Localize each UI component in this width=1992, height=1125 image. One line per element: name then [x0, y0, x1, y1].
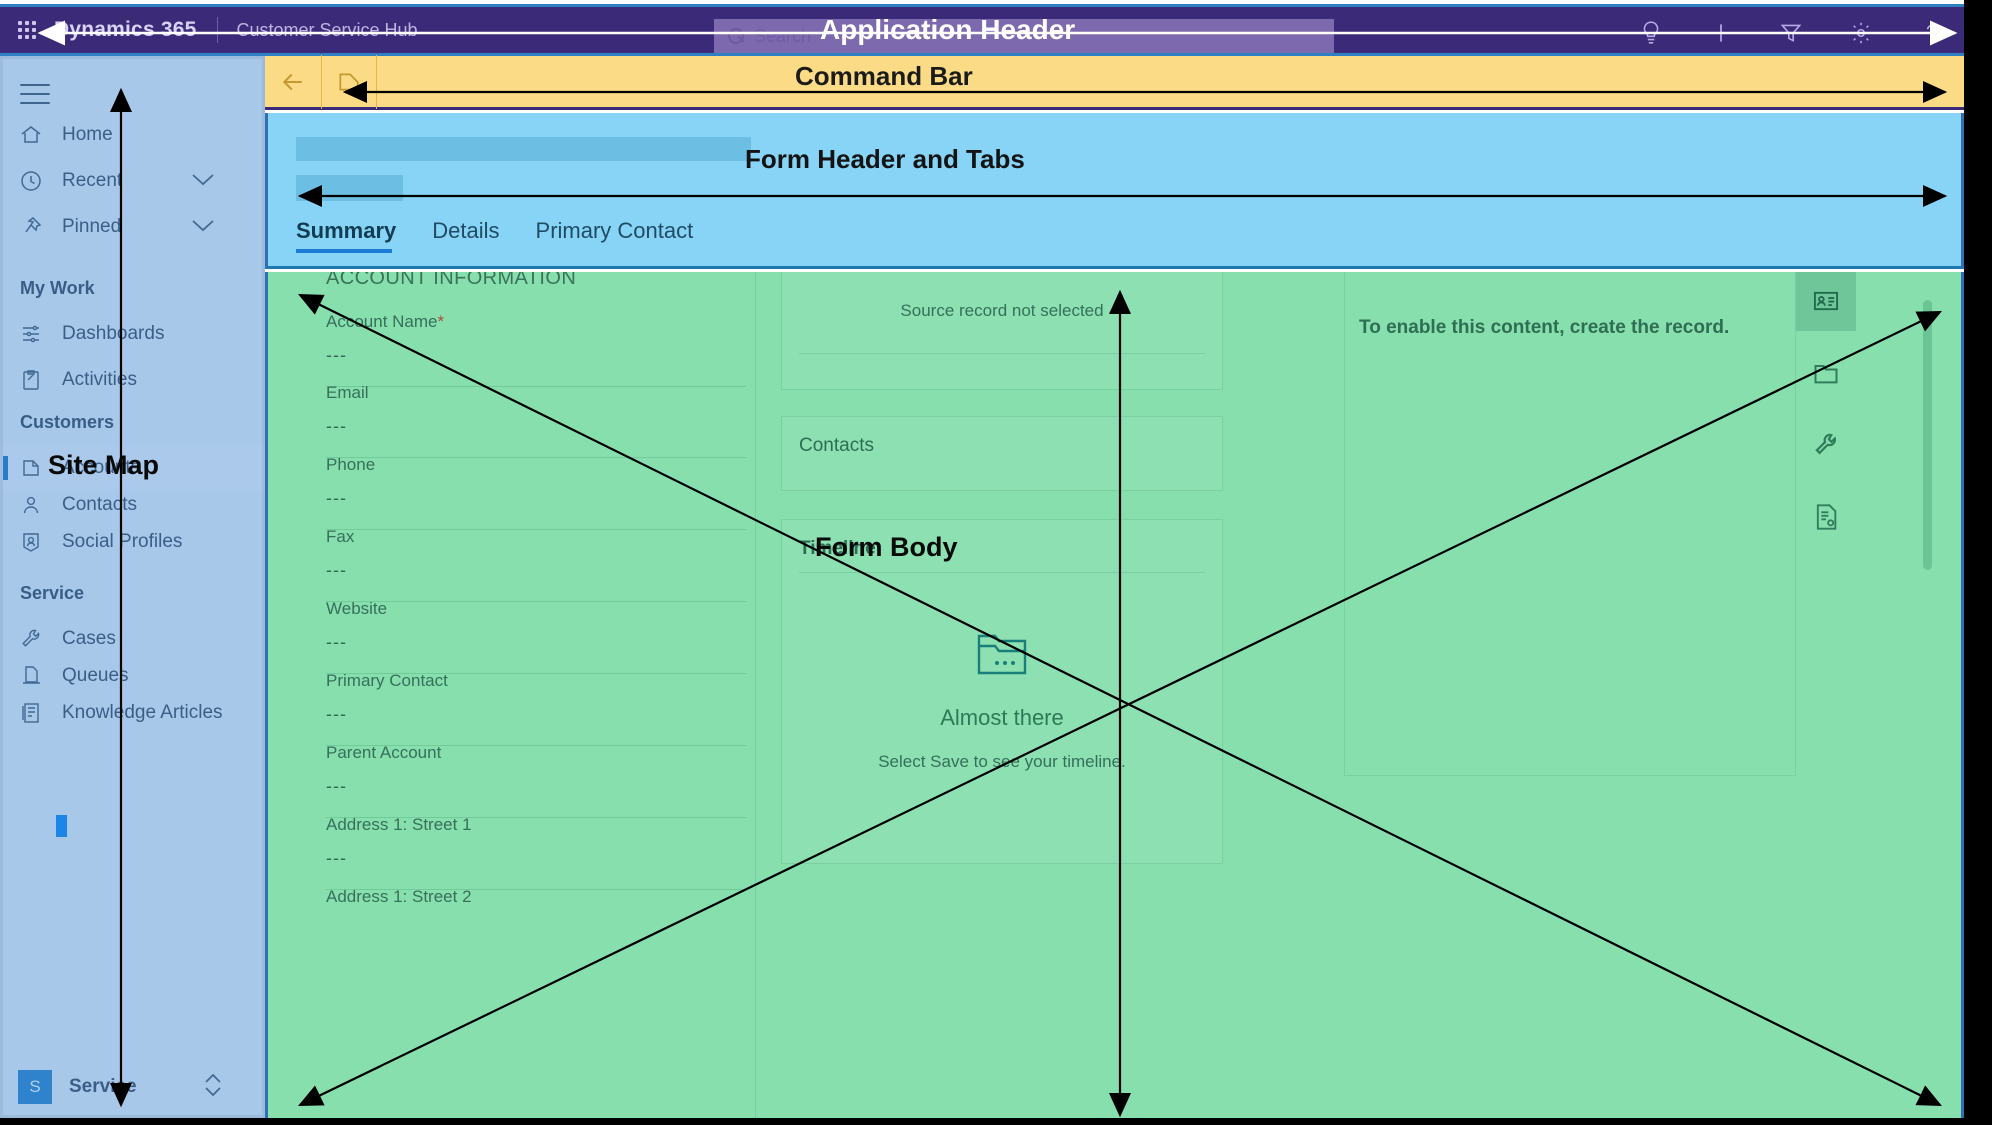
tab-summary[interactable]: Summary [296, 218, 396, 253]
gear-icon[interactable] [1848, 20, 1874, 46]
chevron-down-icon[interactable] [189, 216, 217, 239]
header-icon-group [1638, 7, 1944, 59]
waffle-menu-button[interactable] [0, 21, 54, 39]
field-label: Phone [326, 455, 376, 474]
related-content-card: To enable this content, create the recor… [1344, 272, 1796, 776]
folder-icon[interactable] [1796, 343, 1856, 403]
enable-content-message: To enable this content, create the recor… [1359, 317, 1730, 338]
timeline-card-title: Timeline [799, 538, 876, 559]
sidebar-item-knowledge-articles[interactable]: Knowledge Articles [0, 690, 265, 736]
timeline-empty-state: Almost there Select Save to see your tim… [782, 624, 1222, 772]
field-label: Account Name* [326, 312, 445, 331]
filter-icon[interactable] [1778, 20, 1804, 46]
sidebar-item-accounts[interactable]: Accounts [0, 445, 265, 491]
field-label: Website [326, 599, 388, 618]
brand-title: Dynamics 365 [54, 18, 197, 41]
source-record-card[interactable]: Source record not selected [781, 272, 1223, 390]
tab-primary-contact[interactable]: Primary Contact [535, 218, 694, 243]
timeline-empty-heading: Almost there [940, 705, 1064, 730]
search-input[interactable]: Search [714, 19, 1334, 53]
sidebar-group-customers: Customers [20, 412, 115, 432]
field-label: Address 1: Street 2 [326, 887, 472, 906]
related-panel-rail [1796, 272, 1856, 777]
sidebar-item-label: Knowledge Articles [62, 702, 223, 723]
form-header-and-tabs: Summary Details Primary Contact [265, 113, 1964, 269]
plus-icon[interactable] [1708, 20, 1734, 46]
field-label: Primary Contact [326, 671, 448, 690]
dynamics-365-app-window: Dynamics 365 Customer Service Hub Search [0, 0, 1964, 1118]
section-title: ACCOUNT INFORMATION [326, 272, 577, 289]
wrench-icon[interactable] [1796, 415, 1856, 475]
contact-icon [18, 492, 44, 518]
knowledge-icon [18, 700, 44, 726]
command-bar-divider [321, 54, 322, 109]
sidebar-item-label: Pinned [62, 216, 122, 237]
sitemap: Home Recent Pinned My Work Das [0, 56, 265, 1118]
field-address-street-2[interactable]: Address 1: Street 2 [326, 877, 746, 907]
home-icon [18, 122, 44, 148]
queue-icon [18, 663, 44, 689]
folder-ellipsis-icon [973, 634, 1031, 682]
search-placeholder: Search [754, 25, 812, 46]
back-arrow-icon[interactable] [265, 67, 321, 97]
tab-details[interactable]: Details [432, 218, 500, 243]
sidebar-group-service: Service [20, 583, 85, 603]
command-bar-divider [376, 54, 377, 109]
social-profile-icon [18, 529, 44, 555]
card-divider [799, 572, 1205, 573]
header-divider [216, 17, 218, 43]
sidebar-item-cases[interactable]: Cases [0, 616, 265, 662]
timeline-card[interactable]: Timeline Almost there Select Save to se [781, 519, 1223, 864]
header-skeleton-bar [296, 175, 403, 201]
dashboard-icon [18, 321, 44, 347]
search-icon [728, 27, 745, 45]
help-icon[interactable] [1918, 20, 1944, 46]
form-body-scrollbar[interactable] [1923, 300, 1932, 570]
sidebar-group-my-work: My Work [20, 278, 95, 298]
card-divider [799, 353, 1205, 354]
document-icon[interactable] [1796, 487, 1856, 547]
timeline-empty-text: Select Save to see your timeline. [878, 752, 1126, 771]
required-indicator: * [437, 312, 445, 331]
account-information-column: ACCOUNT INFORMATION Account Name* --- Em… [286, 272, 756, 1118]
waffle-icon [18, 21, 36, 39]
application-header: Dynamics 365 Customer Service Hub Search [0, 4, 1964, 56]
sidebar-item-label: Cases [62, 628, 116, 649]
sidebar-item-label: Recent [62, 170, 123, 191]
app-name-label: Customer Service Hub [236, 19, 418, 40]
lightbulb-icon[interactable] [1638, 20, 1664, 46]
contacts-card-title: Contacts [799, 435, 874, 456]
text-caret-artifact [56, 815, 67, 837]
contacts-card[interactable]: Contacts [781, 416, 1223, 491]
contact-card-icon[interactable] [1796, 272, 1856, 331]
form-body: ACCOUNT INFORMATION Account Name* --- Em… [265, 272, 1964, 1118]
pin-icon [18, 214, 44, 240]
account-icon [18, 455, 44, 481]
command-bar [265, 54, 1964, 110]
source-record-message: Source record not selected [900, 301, 1104, 320]
sidebar-item-home[interactable]: Home [0, 112, 265, 158]
sitemap-highlight-overlay [0, 56, 265, 1118]
header-skeleton-bar [296, 137, 751, 161]
sidebar-item-recent[interactable]: Recent [0, 158, 265, 204]
form-tab-list: Summary Details Primary Contact [296, 218, 693, 253]
wrench-icon [18, 626, 44, 652]
sidebar-item-label: Home [62, 124, 113, 145]
chevron-up-down-icon[interactable] [202, 1070, 224, 1105]
activities-icon [18, 367, 44, 393]
field-label: Email [326, 383, 369, 402]
chevron-down-icon[interactable] [189, 170, 217, 193]
new-record-icon[interactable] [322, 69, 376, 95]
field-label: Fax [326, 527, 355, 546]
field-label: Parent Account [326, 743, 442, 762]
clock-icon [18, 168, 44, 194]
field-label: Address 1: Street 1 [326, 815, 472, 834]
hamburger-icon[interactable] [20, 84, 50, 111]
sidebar-item-pinned[interactable]: Pinned [0, 204, 265, 250]
app-badge: S [18, 1070, 52, 1104]
